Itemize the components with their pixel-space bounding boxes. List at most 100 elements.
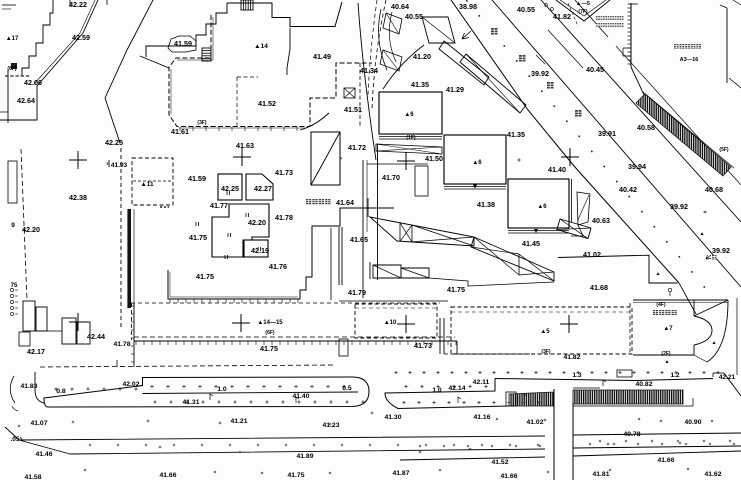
svg-text:41.35: 41.35	[507, 130, 525, 139]
svg-text:38.98: 38.98	[459, 2, 477, 11]
svg-text:41.61: 41.61	[171, 127, 189, 136]
svg-text:(5F): (5F)	[719, 147, 729, 153]
svg-text:41.59: 41.59	[188, 174, 206, 183]
svg-text:40.90: 40.90	[684, 419, 701, 426]
svg-text:42.06: 42.06	[24, 78, 42, 87]
svg-text:▲17: ▲17	[6, 36, 19, 42]
svg-text:41.49: 41.49	[313, 52, 331, 61]
svg-text:41.78: 41.78	[275, 213, 293, 222]
svg-text:40.64: 40.64	[391, 2, 409, 11]
svg-text:41.73: 41.73	[275, 168, 293, 177]
svg-text:41.82: 41.82	[563, 354, 580, 361]
svg-text:▲14: ▲14	[254, 43, 268, 50]
svg-text:41.79: 41.79	[348, 288, 366, 297]
svg-text:40.55: 40.55	[405, 12, 423, 21]
svg-text:(6F): (6F)	[265, 330, 275, 336]
svg-text:A3—16: A3—16	[680, 57, 699, 63]
svg-text:▲5: ▲5	[540, 329, 550, 335]
svg-text:41.21: 41.21	[230, 418, 247, 425]
svg-text:▲: ▲	[700, 231, 705, 237]
svg-text:(3F): (3F)	[541, 349, 551, 355]
svg-text:41.75: 41.75	[287, 472, 304, 479]
svg-text:41.64: 41.64	[336, 198, 354, 207]
svg-text:41.23: 41.23	[322, 422, 339, 429]
svg-text:42.20: 42.20	[248, 218, 266, 227]
svg-text:42.27: 42.27	[254, 184, 272, 193]
svg-text:41.29: 41.29	[446, 85, 464, 94]
svg-text:41.59: 41.59	[174, 39, 192, 48]
svg-text:41.31: 41.31	[182, 399, 199, 406]
svg-text:41.34: 41.34	[360, 66, 378, 75]
svg-text:41.16: 41.16	[473, 414, 490, 421]
svg-text:39.91: 39.91	[598, 129, 616, 138]
svg-text:1.2: 1.2	[670, 372, 679, 379]
svg-text:1.3: 1.3	[572, 372, 581, 379]
svg-text:▲6: ▲6	[404, 112, 414, 118]
svg-text:▲: ▲	[712, 340, 717, 346]
svg-text:41.51: 41.51	[344, 105, 362, 114]
svg-text:41.89: 41.89	[296, 453, 313, 460]
svg-text:40.45: 40.45	[586, 65, 604, 74]
svg-text:41.87: 41.87	[392, 470, 409, 477]
svg-text:41.83: 41.83	[20, 383, 37, 390]
svg-text:42.59: 42.59	[72, 33, 90, 42]
svg-text:40.55: 40.55	[517, 5, 535, 14]
svg-text:41.73: 41.73	[414, 341, 432, 350]
svg-text:41.72: 41.72	[348, 143, 366, 152]
svg-text:▲—5: ▲—5	[576, 1, 590, 7]
svg-text:42.21: 42.21	[719, 374, 736, 381]
svg-text:▲: ▲	[665, 359, 670, 365]
svg-text:41.81: 41.81	[592, 471, 609, 478]
svg-text:41.75: 41.75	[196, 272, 214, 281]
svg-text:42.19: 42.19	[251, 246, 269, 255]
svg-text:42.02: 42.02	[122, 381, 139, 388]
svg-text:42.25: 42.25	[105, 138, 123, 147]
svg-text:42.38: 42.38	[69, 193, 87, 202]
svg-text:41.82: 41.82	[553, 12, 571, 21]
svg-text:41.52: 41.52	[258, 99, 276, 108]
svg-text:41.30: 41.30	[384, 414, 401, 421]
svg-text:41.40: 41.40	[292, 393, 309, 400]
svg-text:41.77: 41.77	[210, 201, 228, 210]
svg-text:75: 75	[11, 283, 18, 289]
svg-text:40.63: 40.63	[592, 216, 610, 225]
svg-text:41.66: 41.66	[500, 473, 517, 480]
svg-text:41.68: 41.68	[590, 283, 608, 292]
svg-text:41.66: 41.66	[159, 472, 176, 479]
svg-text:41.46: 41.46	[35, 451, 52, 458]
svg-text:▲7: ▲7	[663, 326, 673, 332]
svg-text:41.35: 41.35	[411, 80, 429, 89]
svg-text:42.11: 42.11	[473, 379, 490, 386]
svg-text:(8F): (8F)	[7, 66, 17, 72]
svg-text:39.92: 39.92	[670, 202, 688, 211]
svg-text:(4F): (4F)	[656, 302, 666, 308]
svg-text:(2F): (2F)	[661, 351, 671, 357]
svg-text:41.38: 41.38	[477, 200, 495, 209]
svg-text:41.78: 41.78	[113, 341, 130, 348]
svg-text:41.75: 41.75	[260, 344, 278, 353]
svg-text:▲6: ▲6	[537, 204, 547, 210]
svg-text:41.02: 41.02	[583, 250, 601, 259]
svg-text:▲: ▲	[656, 271, 661, 277]
svg-text:42.25: 42.25	[221, 184, 239, 193]
svg-text:41.65: 41.65	[350, 235, 368, 244]
svg-text:41.58: 41.58	[24, 474, 41, 480]
svg-text:0.8: 0.8	[56, 388, 66, 395]
svg-text:41.75: 41.75	[189, 233, 207, 242]
svg-text:(3F): (3F)	[197, 120, 207, 126]
svg-text:40.58: 40.58	[637, 123, 655, 132]
svg-text:41.20: 41.20	[413, 52, 431, 61]
svg-text:41.07: 41.07	[30, 420, 47, 427]
svg-text:(7F): (7F)	[578, 9, 588, 15]
svg-text:42.20: 42.20	[22, 225, 40, 234]
svg-text:=: =	[703, 210, 706, 216]
svg-text:▲6: ▲6	[472, 160, 482, 166]
svg-text:41.63: 41.63	[236, 141, 254, 150]
svg-text:40.42: 40.42	[619, 185, 637, 194]
svg-text:41.93: 41.93	[111, 162, 128, 169]
svg-text:42.17: 42.17	[27, 347, 45, 356]
svg-text:41.40: 41.40	[548, 165, 566, 174]
svg-text:41.50: 41.50	[425, 154, 443, 163]
svg-text:41.76: 41.76	[269, 262, 287, 271]
svg-text:.05: .05	[10, 436, 19, 443]
